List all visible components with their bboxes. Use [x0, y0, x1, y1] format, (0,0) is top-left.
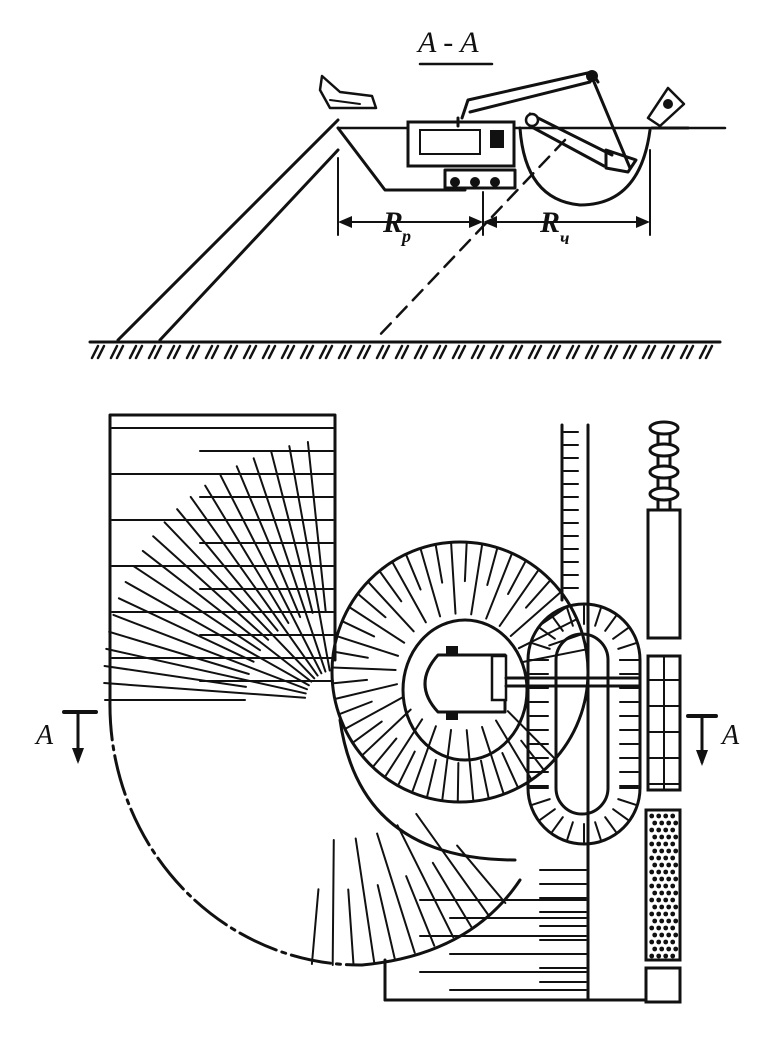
slope-line-inner: [158, 148, 340, 342]
right-pit-bowl: [518, 126, 652, 207]
radius-dig-label: R: [539, 206, 560, 239]
excavator-icon: [406, 70, 638, 190]
radius-dump-label: R: [382, 206, 403, 239]
plan-view: A A: [34, 413, 740, 1004]
slope-line-outer: [116, 118, 340, 342]
digging-zone-oval: [526, 602, 642, 846]
cut-marker-right-label: A: [720, 720, 740, 751]
trench-strip: [383, 423, 652, 1002]
radius-dump-subscript: p: [400, 226, 411, 246]
dimension-radii: [337, 149, 651, 236]
section-title: A - A: [416, 26, 479, 59]
dashed-slope-line: [373, 138, 567, 342]
inner-curve: [338, 718, 517, 862]
outer-swing-arc-end: [360, 878, 522, 967]
swing-spokes: [103, 441, 507, 966]
outer-swing-arc: [108, 698, 364, 967]
cut-marker-right: [686, 714, 718, 766]
dump-area-outline: [108, 413, 337, 702]
ground-hatching: [90, 344, 714, 360]
cut-marker-left-label: A: [34, 720, 54, 751]
radius-dig-subscript: ч: [560, 228, 569, 248]
track-roller-icon: [646, 86, 690, 130]
cut-marker-left: [62, 710, 98, 764]
left-trench-profile: [336, 126, 467, 192]
section-view: A - A: [88, 26, 727, 360]
dump-truck-icon: [318, 74, 378, 110]
excavator-swing-ring: [330, 540, 590, 804]
rail-track-column: [644, 420, 682, 1004]
